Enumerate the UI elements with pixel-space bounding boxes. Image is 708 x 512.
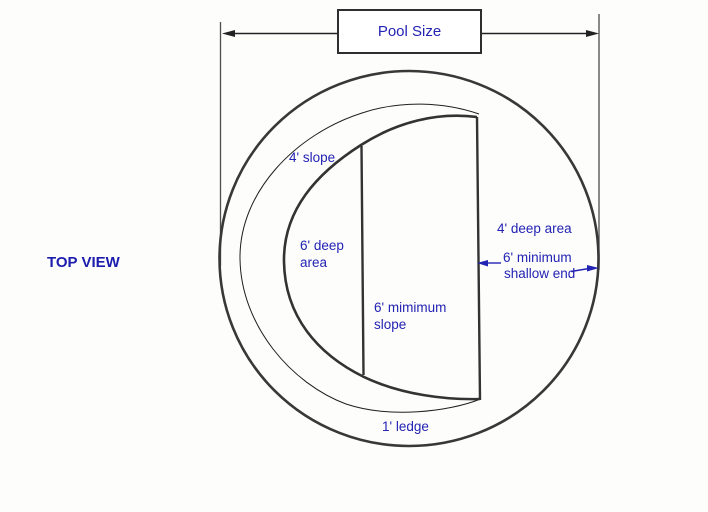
minimum-slope-6ft-label-line2: slope bbox=[374, 317, 407, 332]
deep-area-4ft-label: 4' deep area bbox=[497, 221, 572, 236]
minimum-shallow-end-label-line2: shallow end bbox=[504, 266, 576, 281]
pool-outline-circle bbox=[218, 69, 600, 448]
pool-size-dimension-box: Pool Size bbox=[337, 9, 482, 54]
ledge-line bbox=[239, 103, 480, 413]
shallow-dimension-line-right bbox=[570, 267, 590, 273]
shallow-arrowhead-left-icon bbox=[477, 260, 488, 267]
minimum-shallow-end-label-line1: 6' minimum bbox=[503, 250, 572, 265]
shallow-end-chord-right bbox=[475, 116, 482, 401]
deep-area-chord-left bbox=[360, 145, 365, 376]
deep-end-outline-arc bbox=[282, 114, 481, 401]
deep-area-6ft-label-line2: area bbox=[300, 255, 328, 270]
deep-area-6ft-label-line1: 6' deep bbox=[300, 238, 344, 253]
pool-size-label: Pool Size bbox=[377, 23, 442, 40]
slope-4ft-label: 4' slope bbox=[289, 150, 336, 165]
top-view-title: TOP VIEW bbox=[47, 254, 120, 271]
minimum-slope-6ft-label-line1: 6' mimimum bbox=[374, 300, 447, 315]
arrowhead-left-icon bbox=[222, 30, 235, 37]
ledge-1ft-label: 1' ledge bbox=[382, 419, 429, 434]
shallow-arrowhead-right-icon bbox=[587, 265, 599, 272]
arrowhead-right-icon bbox=[586, 30, 599, 37]
